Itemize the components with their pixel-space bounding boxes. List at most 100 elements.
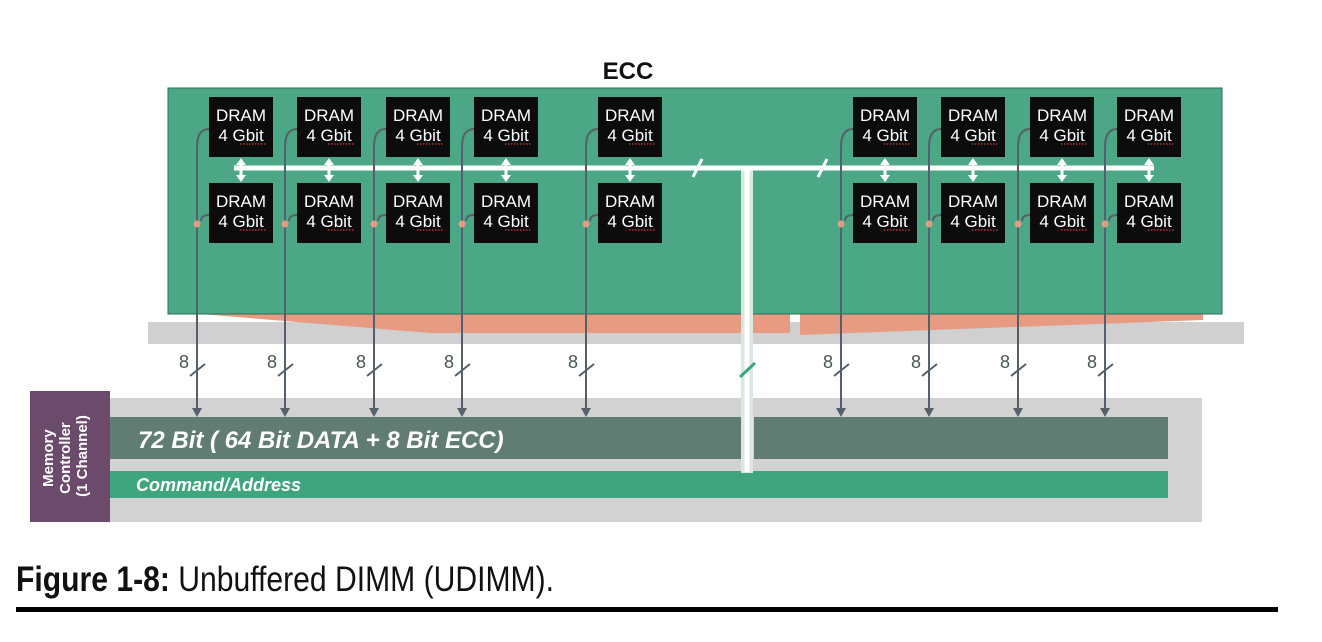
lane-slash bbox=[833, 363, 850, 377]
arrow-down-icon bbox=[836, 408, 846, 417]
dram-chip-line-1: DRAM bbox=[393, 192, 443, 211]
dram-chip-line-1: DRAM bbox=[481, 106, 531, 125]
lane-slash bbox=[578, 363, 595, 377]
arrow-down-icon bbox=[1144, 175, 1154, 182]
address-bus-slash-right bbox=[816, 158, 829, 178]
dram-chip-line-1: DRAM bbox=[216, 192, 266, 211]
data-line bbox=[196, 128, 210, 410]
dram-chip-line-2: 4 Gbit bbox=[395, 212, 441, 231]
connection-dot bbox=[458, 220, 466, 228]
bus-label: 72 Bit ( 64 Bit DATA + 8 Bit ECC) bbox=[138, 427, 504, 454]
lane-width-label: 8 bbox=[911, 352, 921, 372]
arrow-down-icon bbox=[968, 175, 978, 182]
lane-slash bbox=[366, 363, 383, 377]
dram-chip-line-1: DRAM bbox=[304, 192, 354, 211]
address-bus-slash-left bbox=[691, 158, 704, 178]
dram-chip-line-1: DRAM bbox=[1037, 192, 1087, 211]
lane-slash bbox=[277, 363, 294, 377]
data-line-branch bbox=[377, 214, 387, 222]
dram-chip-body bbox=[1117, 97, 1181, 157]
arrow-down-icon bbox=[457, 408, 467, 417]
data-bus-right bbox=[754, 417, 1168, 459]
dram-chip-line-2: 4 Gbit bbox=[218, 212, 264, 231]
dram-chip-line-1: DRAM bbox=[605, 192, 655, 211]
dram-chip-line-2: 4 Gbit bbox=[950, 126, 996, 145]
lane-width-label: 8 bbox=[179, 352, 189, 372]
arrow-up-icon bbox=[501, 158, 511, 165]
memory-controller-label: Memory Controller (1 Channel) bbox=[40, 415, 91, 497]
dram-chip-line-1: DRAM bbox=[304, 106, 354, 125]
dram-chip-line-2: 4 Gbit bbox=[306, 212, 352, 231]
caption-label: Figure 1-8: bbox=[16, 560, 170, 599]
contacts-right bbox=[800, 313, 1203, 335]
arrow-up-icon bbox=[413, 158, 423, 165]
arrow-down-icon bbox=[324, 175, 334, 182]
dram-chip-line-2: 4 Gbit bbox=[950, 212, 996, 231]
dram-chip-body bbox=[386, 97, 450, 157]
dram-chip-line-1: DRAM bbox=[393, 106, 443, 125]
connection-dot bbox=[837, 220, 845, 228]
dram-chip-line-2: 4 Gbit bbox=[1039, 212, 1085, 231]
memory-controller bbox=[30, 391, 110, 522]
data-line bbox=[1104, 128, 1118, 410]
dram-chip-body bbox=[386, 183, 450, 243]
command-address-bus bbox=[110, 471, 1168, 498]
dram-chip-body bbox=[474, 183, 538, 243]
lane-slash bbox=[921, 363, 938, 377]
arrow-down-icon bbox=[413, 175, 423, 182]
dram-chip-line-1: DRAM bbox=[605, 106, 655, 125]
arrow-down-icon bbox=[280, 408, 290, 417]
dram-chip-body bbox=[297, 183, 361, 243]
data-line bbox=[840, 128, 854, 410]
dram-chip-body bbox=[209, 97, 273, 157]
arrow-down-icon bbox=[1013, 408, 1023, 417]
dram-chip-body bbox=[1030, 183, 1094, 243]
data-bus-left bbox=[110, 417, 744, 459]
dram-chip-line-1: DRAM bbox=[1037, 106, 1087, 125]
dram-chip-body bbox=[598, 183, 662, 243]
trunk-slash bbox=[738, 361, 757, 379]
data-line-branch bbox=[288, 214, 298, 222]
lane-width-label: 8 bbox=[356, 352, 366, 372]
arrow-down-icon bbox=[192, 408, 202, 417]
connection-dot bbox=[1014, 220, 1022, 228]
data-line-branch bbox=[200, 214, 210, 222]
dram-chip-line-1: DRAM bbox=[1124, 192, 1174, 211]
arrow-down-icon bbox=[880, 175, 890, 182]
data-line-branch bbox=[1021, 214, 1031, 222]
arrow-down-icon bbox=[581, 408, 591, 417]
data-line bbox=[461, 128, 475, 410]
dram-chip-body bbox=[474, 97, 538, 157]
lane-width-label: 8 bbox=[444, 352, 454, 372]
lane-slash bbox=[1010, 363, 1027, 377]
ecc-label: ECC bbox=[603, 58, 654, 85]
dram-chip-line-2: 4 Gbit bbox=[862, 212, 908, 231]
data-line bbox=[373, 128, 387, 410]
controller-line-1: Memory bbox=[40, 429, 57, 487]
dram-chip-body bbox=[853, 183, 917, 243]
dram-chip-line-1: DRAM bbox=[481, 192, 531, 211]
data-line bbox=[1017, 128, 1031, 410]
arrow-down-icon bbox=[625, 175, 635, 182]
arrow-down-icon bbox=[369, 408, 379, 417]
arrow-down-icon bbox=[1100, 408, 1110, 417]
